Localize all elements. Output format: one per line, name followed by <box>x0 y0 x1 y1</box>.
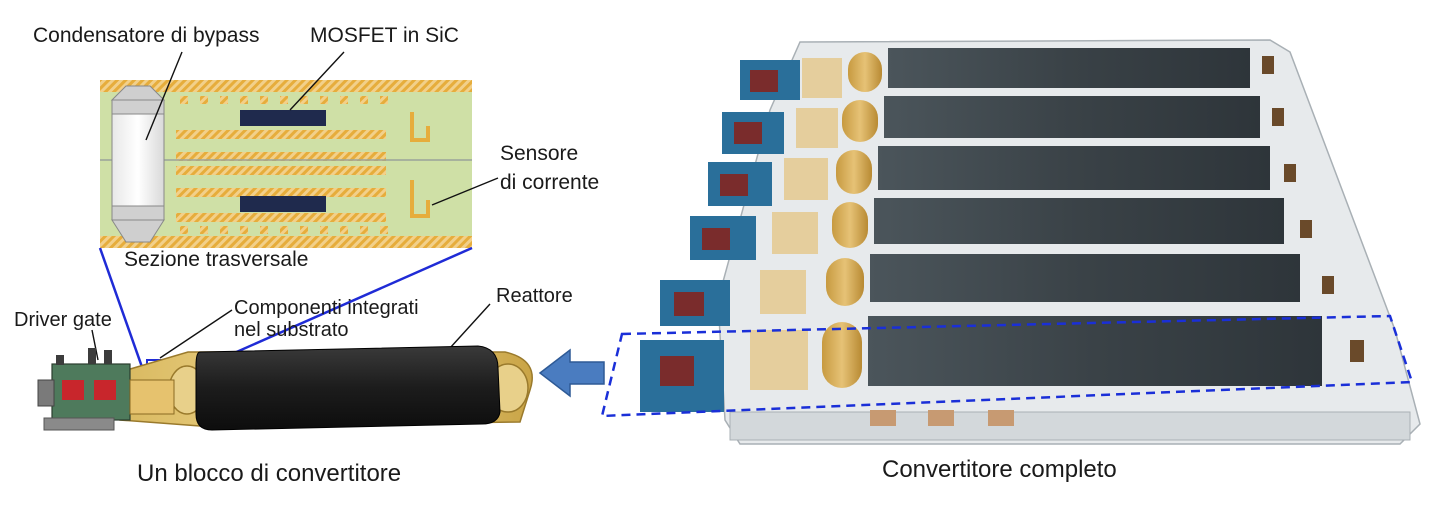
gate-driver-label: Driver gate <box>14 309 112 331</box>
copper-top-layer <box>100 80 472 92</box>
embedded-components-label-line2: nel substrato <box>234 319 349 341</box>
left-arrow-icon <box>538 348 605 398</box>
current-sensor-label-line1: Sensore <box>500 142 578 165</box>
via-row-bottom <box>180 226 388 234</box>
cross-section-diagram <box>100 80 472 248</box>
copper-inner-layer <box>176 188 386 197</box>
copper-inner-layer <box>176 152 386 161</box>
connector-pin <box>104 350 112 364</box>
leader-lines <box>91 51 499 361</box>
right-edge-terminals <box>1262 56 1364 362</box>
current-sensor-label-line2: di corrente <box>500 171 599 194</box>
bypass-capacitor-label: Condensatore di bypass <box>33 24 259 47</box>
copper-inner-layer <box>176 166 386 175</box>
block-caption: Un blocco di convertitore <box>137 460 401 487</box>
terminal-block <box>870 410 896 426</box>
highlighted-block-outline <box>600 314 1414 418</box>
sic-mosfet-top <box>240 110 326 126</box>
full-converter-photo <box>600 39 1421 445</box>
bypass-capacitor <box>110 85 166 243</box>
reactor-label: Reattore <box>496 285 573 307</box>
cross-section-title: Sezione trasversale <box>124 248 308 271</box>
sic-mosfet-bottom <box>240 196 326 212</box>
converter-block <box>37 345 533 431</box>
copper-inner-layer <box>176 130 386 139</box>
gate-driver-chip <box>62 380 84 400</box>
gate-driver-chip <box>94 380 116 400</box>
terminal-block <box>928 410 954 426</box>
current-sensor <box>410 112 430 218</box>
converter-row <box>690 198 1284 260</box>
terminal-block <box>988 410 1014 426</box>
reactor-body <box>195 345 501 431</box>
copper-bottom-layer <box>100 236 472 248</box>
connector-pin <box>56 355 64 365</box>
bottom-connector <box>43 417 115 431</box>
converter-row <box>660 254 1300 326</box>
converter-row <box>708 146 1270 206</box>
via-row-top <box>180 96 388 104</box>
sic-mosfet-label: MOSFET in SiC <box>310 24 459 47</box>
converter-row <box>722 96 1260 154</box>
side-connector <box>37 379 55 407</box>
copper-inner-layer <box>176 213 386 222</box>
embedded-components-label-line1: Componenti integrati <box>234 297 419 319</box>
converter-row <box>740 48 1250 100</box>
embedded-module <box>129 379 175 415</box>
connector-pin <box>88 348 96 364</box>
frame-bottom-edge <box>729 411 1411 441</box>
full-converter-caption: Convertitore completo <box>882 456 1117 483</box>
